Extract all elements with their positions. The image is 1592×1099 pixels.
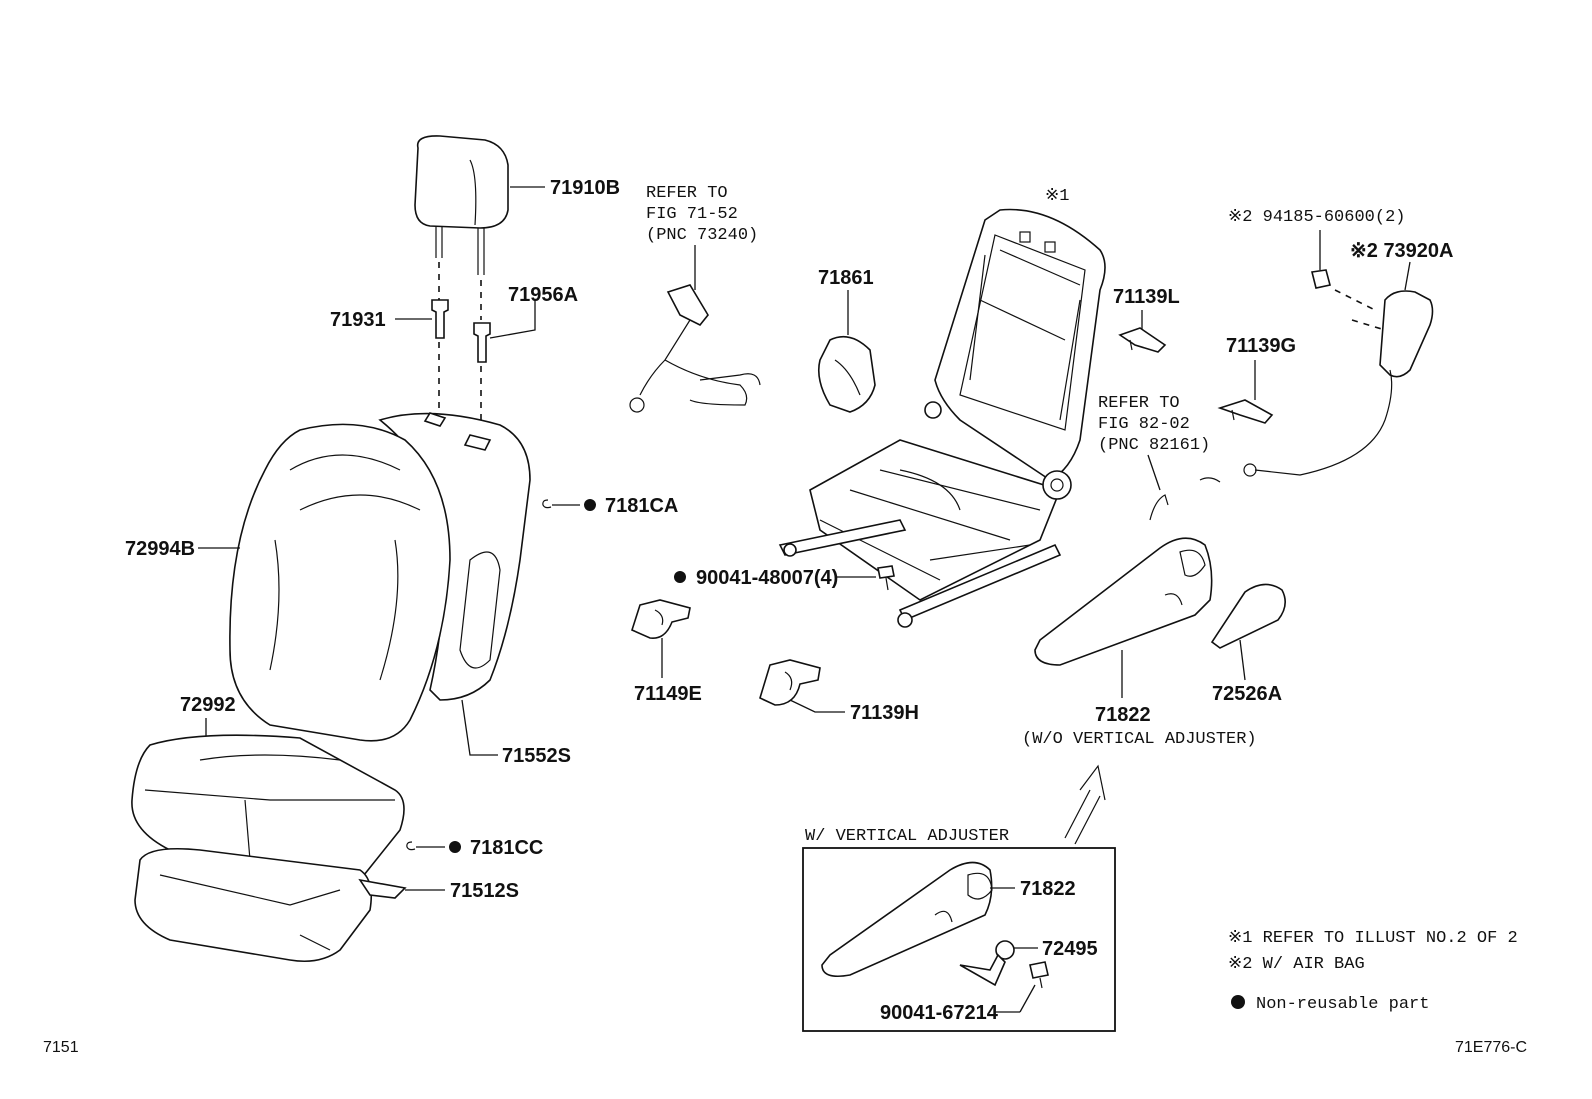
shield-71822-inset [821, 861, 993, 978]
wire-connector-icon [1149, 494, 1169, 521]
label-90041-48007: 90041-48007(4) [696, 567, 838, 589]
label-90041-67214: 90041-67214 [880, 1002, 999, 1024]
label-71822: 71822 [1095, 704, 1151, 726]
hogring-icon [542, 499, 552, 509]
footer-left: 7151 [43, 1039, 79, 1056]
cover-71149E [631, 599, 691, 639]
cover-71139H [759, 659, 821, 706]
shield-71822 [1034, 537, 1213, 666]
inset-box [802, 847, 1116, 1032]
leader-line [789, 699, 845, 713]
headrest [414, 135, 509, 275]
headrest-support-71956A [473, 322, 491, 363]
label-71910B: 71910B [550, 177, 620, 199]
label-71822-inset: 71822 [1020, 878, 1076, 900]
leader-line [1404, 261, 1411, 291]
leader-71552S [461, 699, 498, 756]
refer-belt-line3: (PNC 73240) [646, 226, 758, 245]
refer-belt: REFER TO FIG 71-52 (PNC 73240) [646, 184, 758, 245]
leader-line [1147, 454, 1161, 491]
refer-belt-line2: FIG 71-52 [646, 205, 738, 224]
label-71956A: 71956A [508, 284, 578, 306]
bolt-icon [877, 565, 895, 591]
legend-note1: ※1 REFER TO ILLUST NO.2 OF 2 [1228, 929, 1518, 948]
label-73920A: ※2 73920A [1350, 240, 1454, 262]
leader-line [1239, 639, 1246, 681]
label-72526A: 72526A [1212, 683, 1282, 705]
label-7181CC: 7181CC [470, 837, 543, 859]
non-reusable-dot-icon [1231, 995, 1245, 1009]
clip-71139L [1118, 327, 1167, 353]
clip-71139G [1217, 399, 1274, 424]
seatbelt-buckle-icon [629, 284, 761, 413]
non-reusable-dot-icon [584, 499, 596, 511]
refer-wire-line3: (PNC 82161) [1098, 436, 1210, 455]
non-reusable-dot-icon [449, 841, 461, 853]
frame-mark: ※1 [1045, 187, 1069, 206]
seat-cushion-pad-71512S [134, 847, 407, 963]
lever-72495 [959, 940, 1015, 987]
refer-wire: REFER TO FIG 82-02 (PNC 82161) [1098, 394, 1210, 455]
leader-71956A [489, 300, 536, 339]
label-71512S: 71512S [450, 880, 519, 902]
knob-72526A [1210, 583, 1286, 649]
label-71861: 71861 [818, 267, 874, 289]
headrest-support-71931 [431, 299, 449, 339]
hogring-icon [406, 841, 416, 851]
inset-title: W/ VERTICAL ADJUSTER [805, 827, 1009, 846]
non-reusable-dot-icon [674, 571, 686, 583]
refer-belt-line1: REFER TO [646, 184, 728, 203]
label-94185: ※2 94185-60600(2) [1228, 208, 1405, 227]
label-71149E: 71149E [634, 683, 702, 705]
footer-right: 71E776-C [1455, 1039, 1527, 1056]
label-71931: 71931 [330, 309, 386, 331]
label-71139G: 71139G [1226, 335, 1296, 357]
note-71822: (W/O VERTICAL ADJUSTER) [1022, 730, 1257, 749]
legend-note2: ※2 W/ AIR BAG [1228, 955, 1365, 974]
dash-line [1334, 289, 1376, 311]
screw-icon [1029, 961, 1049, 989]
arrow-up-icon [1064, 764, 1106, 845]
label-7181CA: 7181CA [605, 495, 678, 517]
label-72994B: 72994B [125, 538, 195, 560]
seatback-frame-pad [378, 412, 531, 701]
airbag-73920A [1199, 290, 1434, 483]
leader-line [1019, 984, 1036, 1013]
nut-icon [1311, 269, 1331, 289]
label-72495: 72495 [1042, 938, 1098, 960]
label-71139L: 71139L [1113, 286, 1180, 308]
label-71552S: 71552S [502, 745, 571, 767]
seatback-cover-72994B [229, 423, 451, 742]
label-71139H: 71139H [850, 702, 919, 724]
seat-frame-assembly [778, 208, 1106, 628]
refer-wire-line1: REFER TO [1098, 394, 1180, 413]
legend-note3: Non-reusable part [1256, 995, 1429, 1014]
dash-line [1351, 319, 1386, 331]
refer-wire-line2: FIG 82-02 [1098, 415, 1190, 434]
side-cover-71861 [817, 335, 876, 413]
label-72992: 72992 [180, 694, 236, 716]
